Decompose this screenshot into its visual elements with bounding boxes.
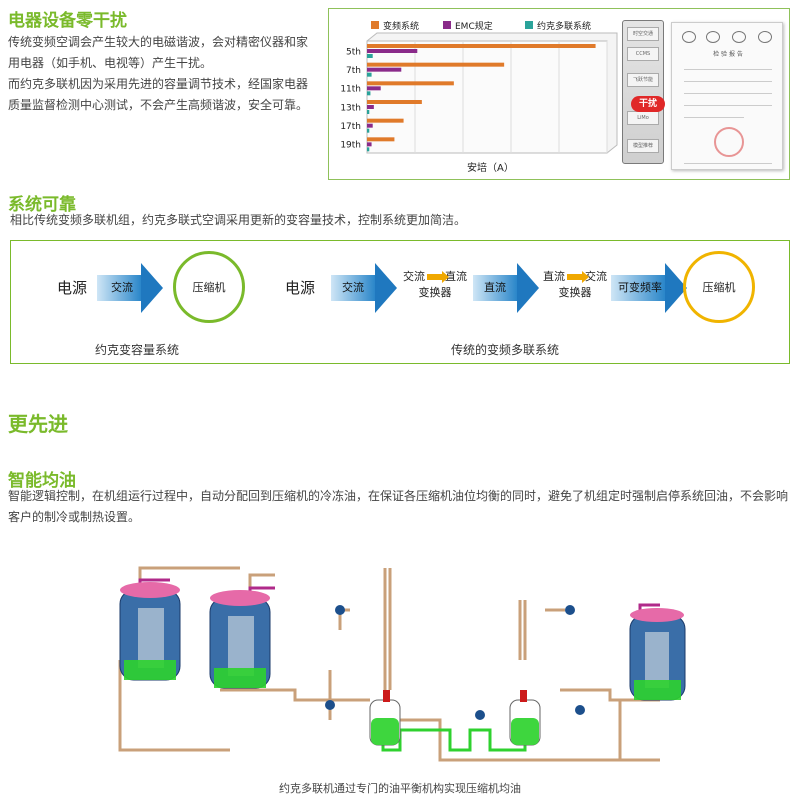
bar <box>367 118 404 123</box>
x-axis-label: 安培（A） <box>467 161 514 174</box>
bar <box>367 105 374 109</box>
bar <box>367 44 596 48</box>
legend-label: EMC规定 <box>455 20 493 32</box>
logo-icon <box>732 31 746 43</box>
bar <box>367 86 381 91</box>
bar <box>367 72 372 77</box>
bar <box>367 110 370 114</box>
bar <box>367 81 454 86</box>
compressor-1 <box>119 582 181 681</box>
compressor-3 <box>629 608 686 701</box>
legend-label: 变频系统 <box>383 20 419 32</box>
category-label: 5th <box>346 47 361 57</box>
device-button: 时空交通 <box>627 27 659 41</box>
bar <box>367 91 371 96</box>
section-text-reliable-system: 相比传统变频多联机组，约克多联式空调采用更新的变容量技术，控制系统更加简洁。 <box>10 213 467 227</box>
flow-caption-traditional: 传统的变频多联系统 <box>451 343 560 357</box>
bar <box>367 128 370 133</box>
compressor-circle: 压缩机 <box>683 251 755 323</box>
report-title: 检 验 报 告 <box>713 51 743 58</box>
section-title-oil-balance: 智能均油 <box>8 471 76 491</box>
category-label: 13th <box>340 103 361 113</box>
device-button: 飞跃节能 <box>627 73 659 87</box>
category-label: 7th <box>346 66 361 76</box>
diagram-caption: 约克多联机通过专门的油平衡机构实现压缩机均油 <box>279 782 521 795</box>
category-label: 11th <box>340 85 361 95</box>
inspection-report-image: 检 验 报 告 <box>671 22 783 170</box>
bar <box>367 67 402 72</box>
compressor-2 <box>209 590 271 689</box>
logo-icon <box>706 31 720 43</box>
logo-icon <box>682 31 696 43</box>
dc-ac-converter: 直流交流 变换器 <box>543 270 607 299</box>
power-source-label: 电源 <box>285 279 316 297</box>
bar <box>367 142 372 147</box>
valve-icon <box>475 710 485 720</box>
paragraph-1: 传统变频空调会产生较大的电磁谐波，会对精密仪器和家用电器（如手机、电视等）产生干… <box>8 35 309 70</box>
device-button: LiMo <box>627 111 659 125</box>
bar <box>367 147 370 152</box>
section-title-reliable-system: 系统可靠 <box>8 195 76 215</box>
logo-icon <box>758 31 772 43</box>
device-button: CCMS <box>627 47 659 61</box>
ac-dc-converter: 交流直流 变换器 <box>403 270 467 299</box>
valve-icon <box>565 605 575 615</box>
legend-swatch <box>371 21 379 29</box>
bar <box>367 123 373 128</box>
section-title-advanced: 更先进 <box>8 412 68 436</box>
plot-face <box>366 40 608 154</box>
valve-icon <box>575 705 585 715</box>
compressor-circle: 压缩机 <box>173 251 245 323</box>
category-label: 17th <box>340 122 361 132</box>
dc-arrow: 直流 <box>473 263 539 313</box>
flow-caption-york: 约克变容量系统 <box>95 343 180 357</box>
harmonic-bar-chart: 变频系统 EMC规定 约克多联系统 5th 7th 11th 13th 17th 19th 安培（… <box>340 20 618 174</box>
power-source-label: 电源 <box>57 279 88 297</box>
oil-balance-diagram <box>118 566 686 762</box>
legend-label: 约克多联系统 <box>537 20 591 32</box>
ac-arrow: 交流 <box>331 263 397 313</box>
bar <box>367 49 418 53</box>
orange-arrow-icon <box>567 271 589 283</box>
valve-icon <box>335 605 345 615</box>
system-comparison-panel: 电源 交流 压缩机 约克变容量系统 电源 交流 交流直流 变换器 直流 直流交流… <box>10 240 790 364</box>
ac-arrow: 交流 <box>97 263 163 313</box>
bar <box>367 62 505 67</box>
orange-arrow-icon <box>427 271 449 283</box>
device-panel-image: 时空交通 CCMS 飞跃节能 LiMo 模型推荐 <box>622 20 664 164</box>
bar <box>367 100 422 104</box>
interference-badge: 干扰 <box>631 96 665 112</box>
section-text-zero-interference: 传统变频空调会产生较大的电磁谐波，会对精密仪器和家用电器（如手机、电视等）产生干… <box>8 32 308 116</box>
seal-icon <box>714 127 744 157</box>
valve-icon <box>325 700 335 710</box>
paragraph-2: 而约克多联机因为采用先进的容量调节技术，经国家电器质量监督检测中心测试，不会产生… <box>8 77 309 112</box>
device-button: 模型推荐 <box>627 139 659 153</box>
bar <box>367 137 395 142</box>
oil-separator-left <box>369 690 401 746</box>
section-title-zero-interference: 电器设备零干扰 <box>8 11 127 31</box>
legend-swatch <box>443 21 451 29</box>
bar <box>367 54 373 58</box>
oil-separator-right <box>509 690 541 746</box>
legend-swatch <box>525 21 533 29</box>
category-label: 19th <box>340 141 361 151</box>
variable-frequency-arrow: 可变频率 <box>611 263 687 313</box>
section-text-oil-balance: 智能逻辑控制，在机组运行过程中，自动分配回到压缩机的冷冻油，在保证各压缩机油位均… <box>8 489 789 524</box>
